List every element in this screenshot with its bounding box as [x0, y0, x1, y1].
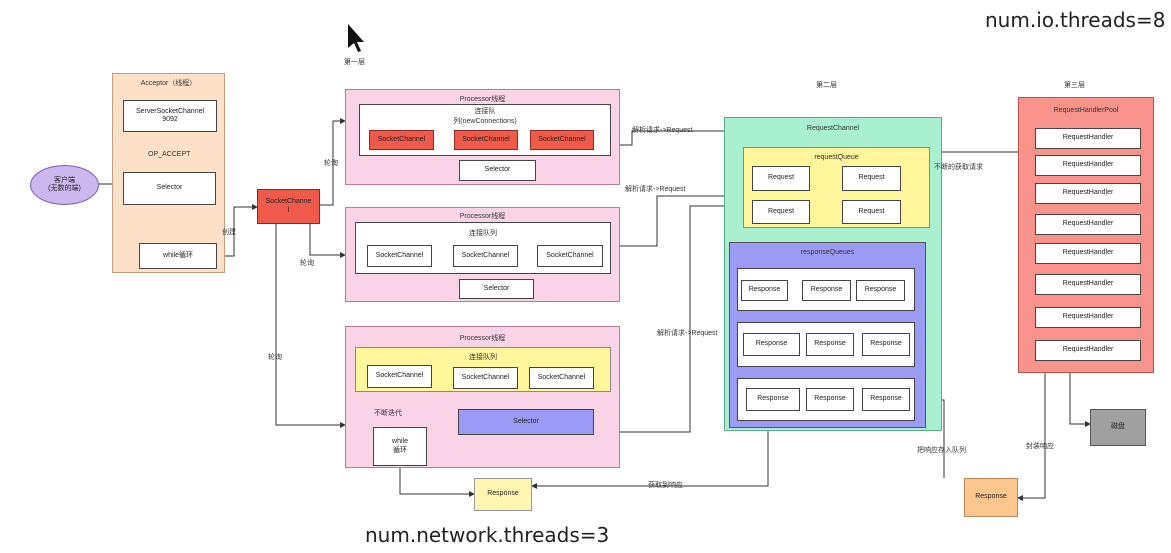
layer2-label: 第二层 [816, 82, 837, 89]
disk-storage: 磁盘 [1090, 409, 1146, 446]
acceptor-title: Acceptor（线程） [140, 80, 197, 87]
request-item: Request [752, 166, 810, 191]
response-item: Response [806, 333, 854, 356]
response-item: Response [746, 388, 800, 411]
response-item: Response [743, 333, 800, 356]
client-node: 客户端 (无数的端) [30, 165, 99, 205]
poll-label-1: 轮询 [324, 160, 338, 167]
request-handler: RequestHandler [1035, 243, 1141, 264]
op-accept-label: OP_ACCEPT [148, 151, 191, 158]
request-item: Request [842, 200, 901, 224]
poll-label-3: 轮询 [268, 354, 282, 361]
request-item: Request [752, 200, 810, 224]
request-handler-pool-title: RequestHandlerPool [1053, 107, 1119, 114]
processor2-socket-channel: SocketChannel [453, 245, 518, 267]
response-item: Response [741, 280, 788, 301]
processor2-socket-channel: SocketChannel [367, 245, 432, 267]
request-handler: RequestHandler [1035, 307, 1141, 328]
processor3-socket-channel: SocketChannel [529, 367, 594, 389]
request-handler: RequestHandler [1035, 155, 1141, 176]
get-response-label: 获取到响应 [648, 482, 683, 489]
socket-channel-main: SocketChanne l [257, 189, 320, 224]
response-item: Response [802, 280, 851, 301]
processor2-queue-title: 连接队列 [469, 230, 497, 237]
layer3-label: 第三层 [1064, 82, 1085, 89]
processor3-socket-channel: SocketChannel [367, 365, 432, 388]
response-item: Response [862, 333, 910, 356]
request-handler: RequestHandler [1035, 128, 1141, 149]
request-handler: RequestHandler [1035, 340, 1141, 361]
request-queue-title: requestQueue [814, 154, 859, 161]
put-response-label: 把响应存入队列 [917, 447, 966, 454]
response-queues-title: responseQueues [800, 249, 855, 256]
processor1-title: Processor线程 [459, 96, 506, 103]
response-from-handler: Response [964, 478, 1018, 517]
request-handler: RequestHandler [1035, 274, 1141, 295]
acceptor-while-loop: while循环 [139, 243, 217, 269]
request-handler: RequestHandler [1035, 214, 1141, 235]
response-item: Response [862, 388, 910, 411]
iterate-label: 不断迭代 [374, 410, 402, 417]
mouse-cursor-icon [348, 24, 364, 52]
processor3-socket-channel: SocketChannel [453, 367, 518, 389]
processor2-selector: Selector [459, 279, 534, 299]
parse-request-label-3: 解析请求->Request [657, 330, 718, 337]
processor2-socket-channel: SocketChannel [537, 245, 603, 267]
wrap-response-label: 封装响应 [1026, 443, 1054, 450]
processor1-queue-title: 连接队 列(newConnections) [453, 108, 517, 125]
num-network-threads-label: num.network.threads=3 [365, 523, 610, 547]
processor3-selector: Selector [458, 409, 594, 435]
processor1-socket-channel: SocketChannel [454, 130, 518, 150]
create-edge-label: 创建 [222, 229, 236, 236]
request-handler: RequestHandler [1035, 183, 1141, 204]
response-item: Response [806, 388, 854, 411]
processor3-title: Processor线程 [459, 335, 506, 342]
processor1-socket-channel: SocketChannel [530, 130, 594, 150]
poll-label-2: 轮询 [300, 260, 314, 267]
processor3-while-loop: while 循环 [373, 427, 427, 466]
fetch-request-label: 不断的获取请求 [934, 164, 983, 171]
server-socket-channel: ServerSocketChannel 9092 [123, 100, 217, 132]
processor1-socket-channel: SocketChannel [369, 130, 434, 150]
num-io-threads-label: num.io.threads=8 [985, 8, 1166, 32]
response-to-client: Response [474, 478, 532, 511]
response-item: Response [856, 280, 905, 301]
request-item: Request [842, 166, 901, 191]
processor1-selector: Selector [459, 160, 536, 181]
processor3-queue-title: 连接队列 [469, 354, 497, 361]
parse-request-label-2: 解析请求->Request [625, 186, 686, 193]
layer1-label: 第一层 [344, 59, 365, 66]
parse-request-label-1: 解析请求->Request [632, 127, 693, 134]
acceptor-selector: Selector [123, 172, 216, 205]
request-channel-title: RequestChannel [806, 125, 860, 132]
processor2-title: Processor线程 [459, 213, 506, 220]
